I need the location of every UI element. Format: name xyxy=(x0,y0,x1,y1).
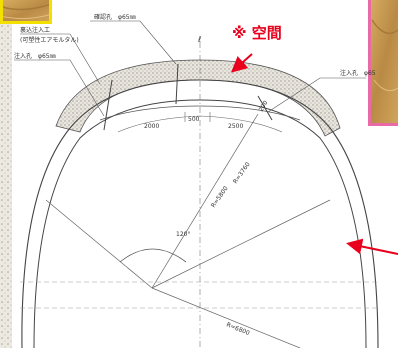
dim-200: 200 xyxy=(258,99,270,113)
radius-line-lower xyxy=(151,287,301,348)
dim-500: 500 xyxy=(188,116,200,123)
left-texture-strip xyxy=(0,0,12,348)
label-centerline: ℓ xyxy=(197,35,201,44)
label-r-inner: R=3760 xyxy=(232,161,252,185)
hole-left xyxy=(103,79,113,131)
label-inject-right: 注入孔 φ65 xyxy=(340,69,376,77)
lining-callout-arrow xyxy=(346,238,398,255)
hole-center xyxy=(175,63,179,105)
label-inject-left: 注入孔 φ65㎜ xyxy=(14,52,56,60)
label-backfill-2: (可塑性エアモルタル) xyxy=(20,36,79,44)
label-confirm-hole: 確認孔 φ65㎜ xyxy=(94,13,136,21)
angle-arc xyxy=(119,248,187,263)
label-r-lower: R=6800 xyxy=(225,321,250,337)
dim-2500: 2500 xyxy=(228,123,243,130)
radius-line-upper xyxy=(151,113,259,289)
hole-right xyxy=(257,95,273,121)
dim-2000: 2000 xyxy=(144,123,159,130)
outer-lining-arc xyxy=(21,79,379,348)
leader-backfill xyxy=(20,33,101,85)
inner-void-arc xyxy=(99,105,301,121)
label-angle: 120° xyxy=(176,231,190,238)
void-band xyxy=(55,59,341,137)
label-backfill-1: 裏込注入工 xyxy=(20,26,50,34)
radius-line-right xyxy=(151,199,331,289)
void-callout-text: ※ 空間 xyxy=(232,24,282,42)
wood-photo-top-left xyxy=(0,0,53,24)
leader-confirm-hole xyxy=(90,20,177,65)
leader-inject-right xyxy=(267,77,366,113)
wood-photo-top-right xyxy=(368,0,398,126)
leader-inject-left xyxy=(14,59,105,117)
crown-dimension-line xyxy=(117,115,283,133)
radius-line-left xyxy=(45,199,153,289)
void-callout-arrow xyxy=(231,53,253,73)
